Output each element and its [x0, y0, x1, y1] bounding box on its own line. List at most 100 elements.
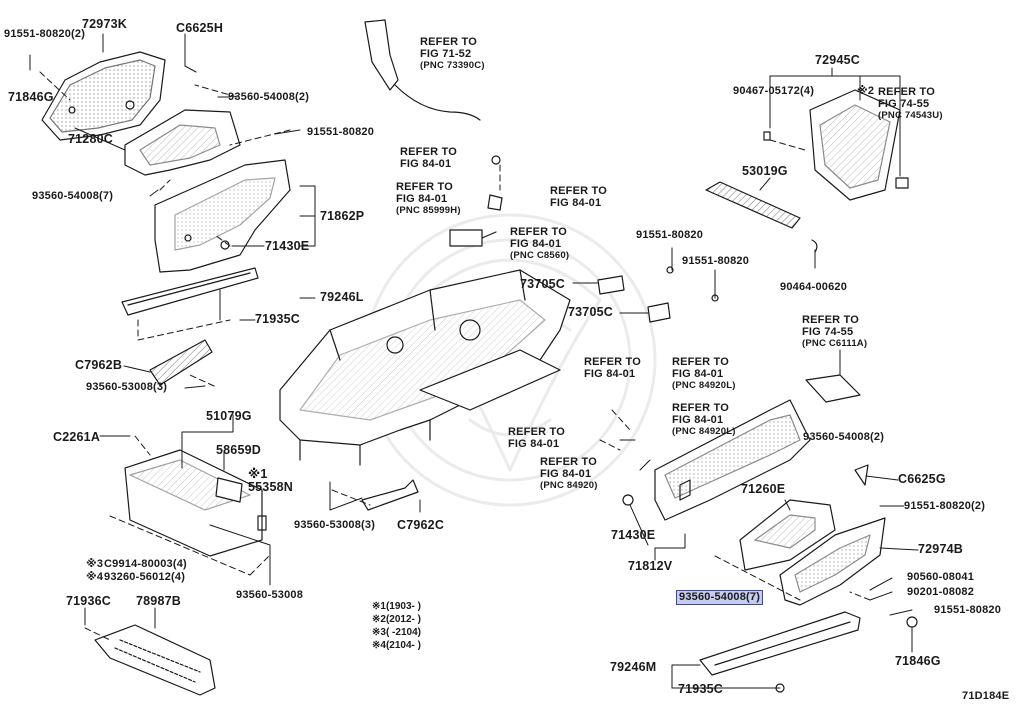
refer-line2: FIG 84-01 [550, 197, 602, 209]
part-label[interactable]: C7962B [75, 358, 123, 372]
refer-line1: REFER TO [508, 426, 566, 438]
refer-callout[interactable]: REFER TO FIG 71-52 (PNC 73390C) [420, 36, 485, 72]
part-label[interactable]: 71846G [8, 90, 54, 104]
part-label[interactable]: 93560-54008(2) [228, 91, 310, 103]
refer-callout[interactable]: REFER TO FIG 84-01 (PNC 84920) [540, 456, 598, 492]
part-label[interactable]: 71430E [611, 528, 656, 542]
refer-line1: REFER TO [540, 456, 598, 468]
cover-71862p [154, 159, 291, 273]
part-label[interactable]: 93560-54008(7) [32, 190, 114, 202]
part-label[interactable]: 72974B [918, 542, 963, 556]
part-label[interactable]: C2261A [53, 430, 101, 444]
part-label[interactable]: 90464-00620 [780, 281, 848, 293]
part-label[interactable]: 71280C [68, 132, 113, 146]
refer-line1: REFER TO [510, 226, 568, 238]
part-label[interactable]: 91551-80820 [934, 604, 1002, 616]
refer-callout[interactable]: REFER TO FIG 84-01 (PNC C8560) [510, 226, 569, 262]
part-label[interactable]: 71260E [741, 482, 786, 496]
marker-label: ※2 [857, 85, 875, 97]
part-label[interactable]: 72973K [82, 17, 127, 31]
refer-callout[interactable]: REFER TO FIG 84-01 (PNC 84920L) [672, 402, 736, 438]
refer-line2: FIG 74-55 [802, 326, 854, 338]
refer-callout[interactable]: REFER TO FIG 84-01 (PNC 84920L) [672, 356, 736, 392]
part-label[interactable]: 90467-05172(4) [733, 85, 815, 97]
refer-callout[interactable]: REFER TO FIG 84-01 [550, 185, 607, 209]
refer-pnc: (PNC 85999H) [396, 205, 461, 216]
clip-c7962b [149, 339, 213, 386]
part-label[interactable]: C6625G [898, 472, 946, 486]
part-label[interactable]: 53019G [742, 164, 788, 178]
part-label[interactable]: 71812V [628, 559, 673, 573]
part-label[interactable]: 58659D [216, 443, 261, 457]
refer-callout[interactable]: REFER TO FIG 84-01 [400, 146, 457, 170]
part-label[interactable]: C6625H [176, 21, 224, 35]
part-label[interactable]: 91551-80820(2) [4, 28, 86, 40]
clip-71430e-lower [622, 494, 634, 506]
part-label[interactable]: C9914-80003(4) [104, 558, 187, 570]
refer-pnc: (PNC 73390C) [420, 60, 485, 71]
marker-label: ※3 [86, 558, 104, 570]
part-label[interactable]: 72945C [815, 53, 860, 67]
refer-callout[interactable]: REFER TO FIG 84-01 (PNC 85999H) [396, 181, 461, 217]
refer-line1: REFER TO [672, 356, 730, 368]
part-label[interactable]: 71936C [66, 594, 111, 608]
part-label[interactable]: 91551-80820(2) [904, 500, 986, 512]
part-label[interactable]: C7962C [397, 518, 445, 532]
part-label[interactable]: 55358N [248, 480, 293, 494]
refer-callout[interactable]: REFER TO FIG 84-01 [508, 426, 565, 450]
refer-line2: FIG 84-01 [540, 468, 592, 480]
part-label[interactable]: 71846G [895, 654, 941, 668]
part-label[interactable]: 79246M [610, 660, 657, 674]
part-label[interactable]: 51079G [206, 409, 252, 423]
marker-label: ※1 [248, 467, 268, 481]
refer-callout[interactable]: REFER TO FIG 84-01 [584, 356, 641, 380]
refer-line2: FIG 71-52 [420, 48, 472, 60]
part-label[interactable]: 93560-53008(3) [294, 519, 376, 531]
side-panel-71812v [654, 399, 811, 521]
part-label[interactable]: 90560-08041 [907, 571, 975, 583]
seat-frame [279, 269, 571, 466]
bracket-73705c-2 [647, 302, 671, 323]
part-label[interactable]: 93560-53008 [236, 589, 304, 601]
trim-71260e [739, 499, 836, 571]
cover-72974b [779, 517, 886, 606]
part-label[interactable]: 73705C [520, 277, 565, 291]
part-label[interactable]: 93260-56012(4) [104, 571, 186, 583]
part-label[interactable]: 78987B [136, 594, 181, 608]
sheet-c6111a [805, 374, 861, 403]
part-label[interactable]: 71862P [320, 209, 365, 223]
refer-line1: REFER TO [550, 185, 608, 197]
box-51079g [124, 449, 267, 557]
diagram-code: 71D184E [962, 690, 1010, 702]
part-label[interactable]: 71430E [265, 239, 310, 253]
refer-line2: FIG 84-01 [396, 193, 448, 205]
refer-line2: FIG 84-01 [508, 438, 560, 450]
plug-71846g-right [906, 616, 918, 628]
part-label[interactable]: 91551-80820 [307, 126, 375, 138]
bracket-73705c-1 [597, 275, 625, 295]
part-label[interactable]: 71935C [255, 312, 300, 326]
part-label[interactable]: 79246L [320, 290, 364, 304]
refer-line2: FIG 84-01 [400, 158, 452, 170]
part-label[interactable]: 73705C [568, 305, 613, 319]
refer-pnc: (PNC 84920) [540, 480, 598, 491]
clip-c6625g [854, 464, 869, 486]
part-label[interactable]: 93560-53008(3) [86, 381, 168, 393]
part-label[interactable]: 93560-54008(2) [803, 431, 885, 443]
rail-79246m [699, 611, 861, 676]
refer-line2: FIG 74-55 [878, 98, 930, 110]
highlighted-part-label[interactable]: 93560-54008(7) [675, 590, 764, 605]
connector-c8560 [449, 229, 483, 247]
refer-callout[interactable]: REFER TO FIG 74-55 (PNC C6111A) [802, 314, 867, 350]
marker-label: ※4 [86, 571, 104, 583]
part-label[interactable]: 91551-80820 [636, 229, 704, 241]
refer-pnc: (PNC 84920L) [672, 426, 736, 437]
part-label[interactable]: 71935C [678, 682, 723, 696]
refer-line1: REFER TO [672, 402, 730, 414]
part-label[interactable]: 91551-80820 [682, 255, 750, 267]
part-label[interactable]: 90201-08082 [907, 586, 975, 598]
refer-callout[interactable]: REFER TO FIG 74-55 (PNC 74543U) [878, 86, 943, 122]
refer-line2: FIG 84-01 [672, 368, 724, 380]
